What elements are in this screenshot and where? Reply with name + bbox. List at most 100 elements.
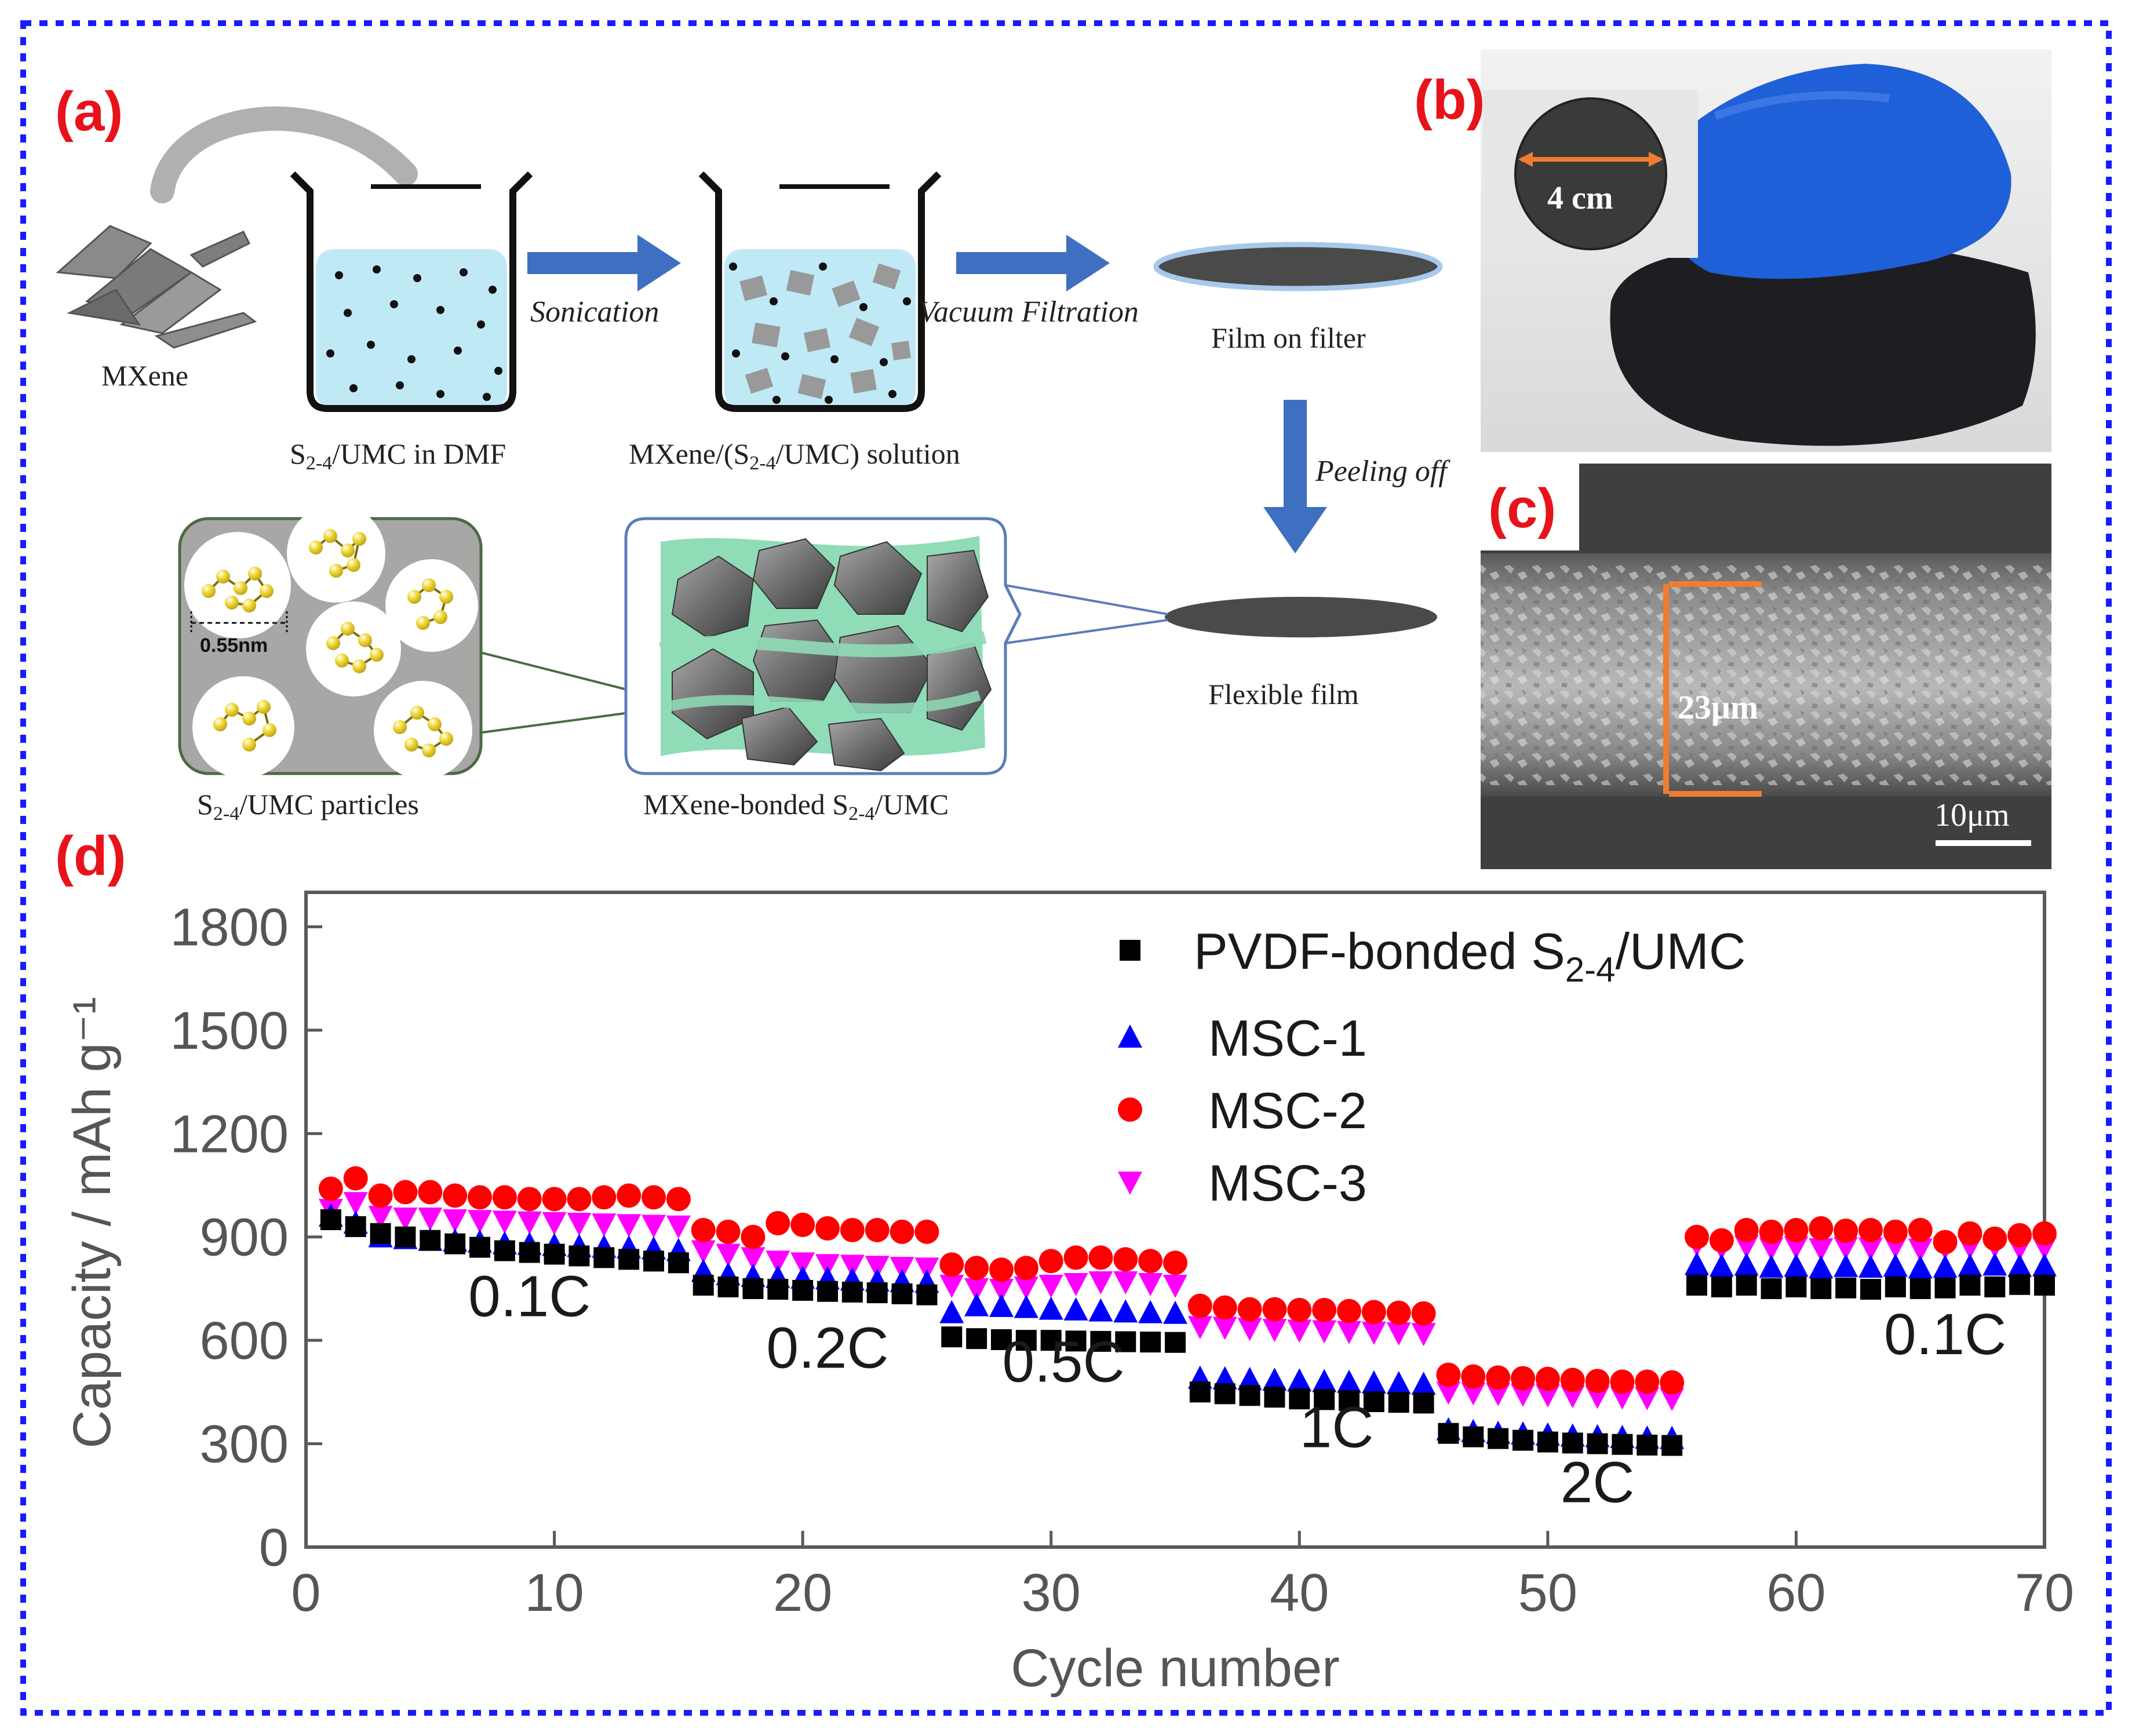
point-s0-58 xyxy=(1761,1278,1782,1299)
point-s0-20 xyxy=(817,1281,838,1302)
point-s0-42 xyxy=(1363,1391,1384,1413)
x-tick-label-2: 20 xyxy=(773,1563,832,1622)
point-s1-67 xyxy=(1982,1252,2007,1276)
point-s3-34 xyxy=(1163,1275,1187,1298)
point-s2-44 xyxy=(1411,1301,1436,1326)
umc-particles-diagram: 0.55nm xyxy=(178,504,483,779)
point-s1-26 xyxy=(964,1293,989,1316)
point-s0-38 xyxy=(1264,1387,1285,1408)
point-s0-36 xyxy=(1214,1383,1236,1405)
point-s2-67 xyxy=(1982,1226,2007,1251)
point-s2-55 xyxy=(1685,1224,1709,1249)
point-s1-56 xyxy=(1709,1253,1734,1277)
point-s3-47 xyxy=(1486,1383,1511,1406)
point-s0-61 xyxy=(1835,1277,1857,1299)
point-s3-32 xyxy=(1113,1271,1138,1295)
point-s3-1 xyxy=(343,1192,368,1216)
point-s0-47 xyxy=(1488,1428,1509,1449)
point-s0-26 xyxy=(966,1328,987,1350)
point-s0-52 xyxy=(1612,1434,1633,1455)
point-s2-10 xyxy=(567,1187,592,1212)
point-s0-54 xyxy=(1661,1435,1683,1456)
point-s1-63 xyxy=(1883,1253,1908,1277)
point-s0-29 xyxy=(1040,1330,1062,1351)
point-s2-15 xyxy=(691,1217,716,1242)
point-s2-25 xyxy=(939,1252,964,1277)
point-s2-50 xyxy=(1560,1367,1585,1392)
point-s2-3 xyxy=(393,1180,418,1205)
point-s3-53 xyxy=(1635,1387,1660,1410)
point-s2-47 xyxy=(1486,1365,1511,1390)
point-s1-59 xyxy=(1784,1253,1809,1277)
point-s1-29 xyxy=(1038,1296,1063,1320)
legend-label-0: PVDF-bonded S2-4/UMC xyxy=(1194,922,1745,989)
point-s1-39 xyxy=(1287,1368,1312,1392)
panel-d-label: (d) xyxy=(55,825,126,887)
point-s0-12 xyxy=(618,1249,640,1270)
disc-photo xyxy=(1514,97,1667,250)
point-s3-3 xyxy=(393,1208,418,1231)
point-s2-49 xyxy=(1535,1366,1560,1391)
point-s0-19 xyxy=(792,1279,814,1301)
panel-a-label: (a) xyxy=(55,81,123,143)
point-s1-64 xyxy=(1908,1255,1933,1279)
point-s2-56 xyxy=(1709,1228,1734,1253)
point-s3-46 xyxy=(1461,1382,1486,1406)
point-s3-61 xyxy=(1834,1237,1858,1260)
point-s0-16 xyxy=(717,1276,739,1297)
y-axis-label: Capacity / mAh g⁻¹ xyxy=(63,997,122,1449)
point-s1-58 xyxy=(1759,1254,1784,1278)
point-s3-17 xyxy=(741,1247,766,1271)
point-s3-9 xyxy=(542,1212,567,1235)
point-s1-44 xyxy=(1411,1372,1436,1395)
point-s0-55 xyxy=(1686,1275,1707,1296)
figure-border xyxy=(20,20,2112,1716)
point-s2-1 xyxy=(343,1166,368,1191)
flexible-film-icon xyxy=(1165,597,1437,637)
point-s2-24 xyxy=(914,1219,939,1244)
point-s0-28 xyxy=(1015,1330,1037,1351)
point-s3-18 xyxy=(766,1250,790,1274)
point-s2-51 xyxy=(1585,1369,1610,1394)
rate-label-4: 2C xyxy=(1561,1450,1635,1515)
pore-size-label: 0.55nm xyxy=(200,634,268,657)
umc-dots xyxy=(326,265,502,401)
film-on-filter-icon xyxy=(1153,242,1443,291)
x-tick-label-4: 40 xyxy=(1270,1563,1329,1622)
point-s3-8 xyxy=(517,1211,542,1235)
point-s0-0 xyxy=(320,1209,341,1230)
point-s0-67 xyxy=(1984,1276,2006,1297)
point-s1-68 xyxy=(2007,1253,2032,1277)
point-s0-7 xyxy=(494,1240,515,1261)
point-s0-50 xyxy=(1562,1432,1583,1454)
point-s3-49 xyxy=(1535,1384,1560,1408)
point-s0-10 xyxy=(568,1245,590,1267)
legend-marker-2 xyxy=(1118,1097,1142,1122)
beaker-1-icon xyxy=(290,171,533,412)
point-s2-39 xyxy=(1287,1297,1312,1322)
point-s0-60 xyxy=(1810,1278,1832,1299)
point-s3-48 xyxy=(1511,1383,1535,1407)
point-s0-56 xyxy=(1711,1276,1732,1297)
point-s0-30 xyxy=(1065,1330,1087,1352)
point-s2-34 xyxy=(1163,1250,1187,1275)
peeling-label: Peeling off xyxy=(1315,455,1451,488)
point-s2-61 xyxy=(1834,1219,1858,1243)
flexible-film-label: Flexible film xyxy=(1208,678,1359,710)
point-s0-64 xyxy=(1909,1278,1931,1299)
point-s2-12 xyxy=(617,1183,642,1208)
x-tick-label-6: 60 xyxy=(1766,1563,1825,1622)
film-on-filter-label: Film on filter xyxy=(1211,322,1366,354)
point-s3-38 xyxy=(1262,1319,1287,1343)
chart-marks xyxy=(318,1166,2057,1456)
curved-film-photo xyxy=(1610,241,2036,446)
point-s2-68 xyxy=(2007,1223,2032,1248)
point-s3-24 xyxy=(914,1257,939,1281)
rate-label-0: 0.1C xyxy=(468,1264,591,1329)
point-s3-59 xyxy=(1784,1236,1809,1260)
y-tick-label-5: 1500 xyxy=(170,1001,289,1060)
point-s2-35 xyxy=(1187,1293,1212,1318)
sonication-label: Sonication xyxy=(530,296,659,329)
